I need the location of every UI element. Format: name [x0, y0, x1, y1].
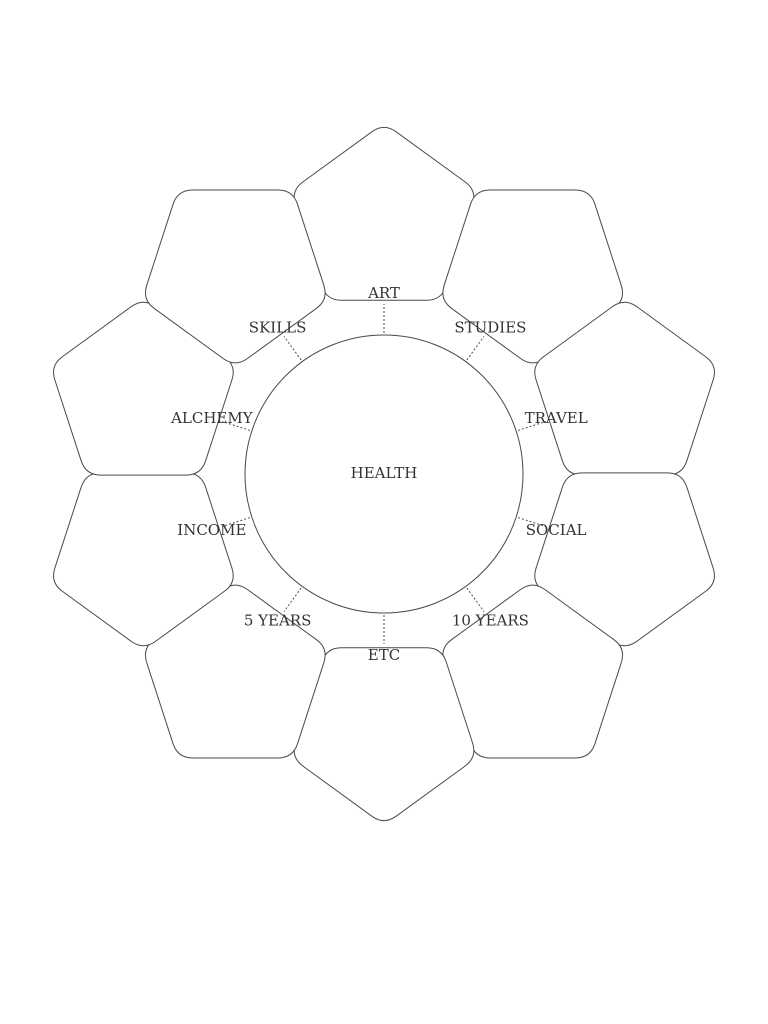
- petal-shape-income: [53, 472, 234, 647]
- petal-label-studies: STUDIES: [454, 319, 526, 337]
- petal-label-travel: TRAVEL: [525, 409, 588, 427]
- petal-shape-etc: [293, 647, 475, 822]
- connector-line-10-years: [466, 587, 485, 612]
- petal-shape-art: [293, 126, 475, 301]
- center-group: HEALTH: [244, 334, 524, 614]
- connector-line-skills: [283, 336, 302, 361]
- petal-shape-travel: [534, 301, 715, 476]
- petal-shape-10-years: [442, 584, 624, 759]
- petal-label-5-years: 5 YEARS: [244, 611, 312, 629]
- petal-label-art: ART: [367, 284, 400, 302]
- connector-line-social: [517, 517, 546, 528]
- petal-group: ART STUDIES TRAVEL SOCIAL 10 YEARS ETC 5 YEARS…: [53, 126, 715, 822]
- center-circle: [244, 334, 524, 614]
- petal-studies: STUDIES: [442, 189, 624, 364]
- petal-10-years: 10 YEARS: [442, 584, 624, 759]
- connector-lines: [222, 304, 546, 644]
- petal-travel: TRAVEL: [525, 301, 715, 476]
- petal-shape-studies: [442, 189, 624, 364]
- petal-label-etc: ETC: [368, 646, 400, 664]
- connector-line-travel: [517, 420, 546, 431]
- petal-shape-social: [534, 472, 715, 647]
- petal-label-skills: SKILLS: [249, 319, 307, 337]
- connector-line-income: [222, 517, 251, 528]
- connector-line-5-years: [283, 587, 302, 612]
- petal-alchemy: ALCHEMY: [53, 301, 254, 476]
- petal-label-10-years: 10 YEARS: [452, 611, 529, 629]
- petal-shape-skills: [144, 189, 326, 364]
- petal-5-years: 5 YEARS: [144, 584, 326, 759]
- petal-skills: SKILLS: [144, 189, 326, 364]
- petal-shape-alchemy: [53, 301, 234, 476]
- petal-label-alchemy: ALCHEMY: [170, 409, 254, 427]
- connector-line-studies: [466, 336, 485, 361]
- petal-label-social: SOCIAL: [526, 521, 587, 539]
- petal-shape-5-years: [144, 584, 326, 759]
- connector-line-alchemy: [222, 420, 251, 431]
- center-label: HEALTH: [351, 464, 418, 482]
- petal-label-income: INCOME: [177, 521, 246, 539]
- petal-social: SOCIAL: [526, 472, 715, 647]
- petal-etc: ETC: [293, 646, 475, 822]
- petal-art: ART: [293, 126, 475, 302]
- petal-income: INCOME: [53, 472, 246, 647]
